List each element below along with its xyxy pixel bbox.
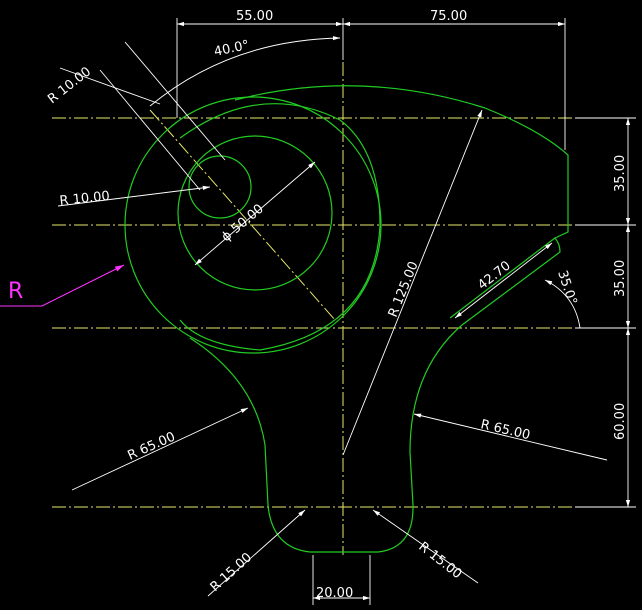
left-fillet [189, 337, 311, 553]
dim-60: 60.00 [613, 403, 628, 440]
dim-r65-right: R 65.00 [479, 417, 531, 443]
dimension-text: 55.00 75.00 35.00 35.00 60.00 20.00 40.0… [45, 9, 628, 601]
center-lines [52, 62, 630, 555]
hole-phi50 [177, 135, 333, 291]
dim-20: 20.00 [316, 586, 353, 601]
dim-35-middle: 35.00 [613, 260, 628, 297]
outer-profile [234, 85, 569, 239]
dim-55: 55.00 [236, 9, 273, 24]
dim-r125: R 125.00 [386, 259, 422, 319]
dim-35-upper: 35.00 [613, 155, 628, 192]
part-outline [124, 85, 569, 553]
boss-circle [124, 96, 382, 354]
dimension-lines [57, 18, 636, 605]
dim-slot-radius: R 10.00 [45, 64, 94, 107]
dim-75: 75.00 [430, 9, 467, 24]
dim-slot-end-radius: R 10.00 [59, 189, 111, 209]
right-fillet [377, 237, 561, 553]
marker-label: R [8, 279, 23, 304]
slot-end-circle [188, 155, 252, 219]
inner-arc [179, 103, 381, 351]
dim-r65-left: R 65.00 [126, 429, 178, 463]
dim-r15-left: R 15.00 [208, 550, 255, 595]
marker-r: R [0, 264, 125, 307]
dim-r15-right: R 15.00 [416, 539, 465, 582]
angle-40: 40.0° [213, 38, 251, 60]
